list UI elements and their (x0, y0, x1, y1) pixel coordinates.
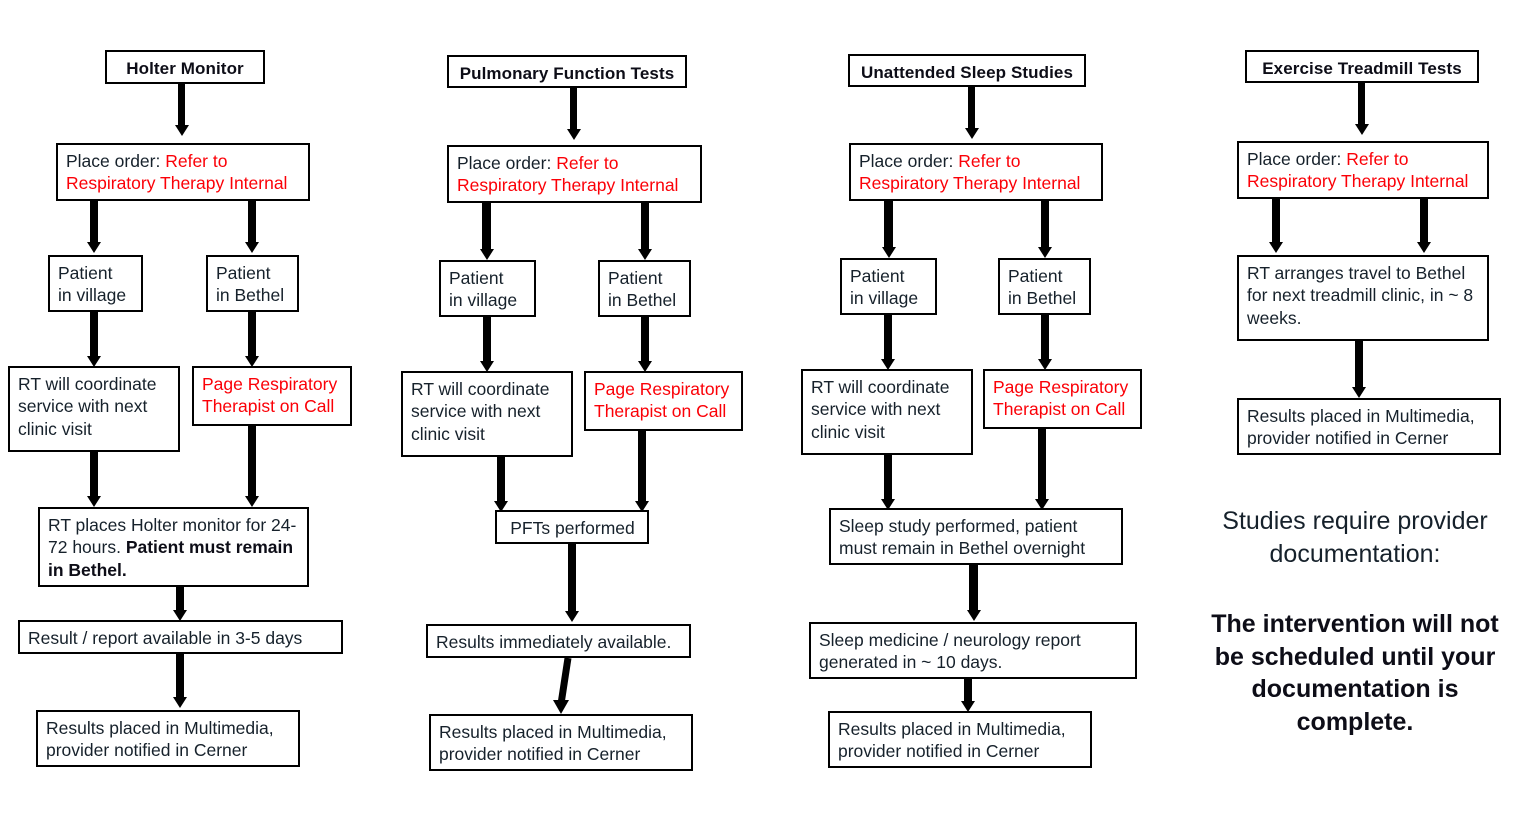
arrow-title-to-order-c2 (566, 88, 581, 140)
arrow-order-to-travel-left-c4 (1269, 199, 1283, 253)
arrow-bethel-to-action-c3 (1038, 315, 1052, 370)
order-box-pft: Place order: Refer to Respiratory Therap… (447, 145, 702, 203)
bethel-action-pft: Page Respiratory Therapist on Call (584, 371, 743, 431)
bethel-action-text-c1: Page Respiratory Therapist on Call (202, 374, 342, 417)
branch-bethel-pft: Patient in Bethel (598, 260, 691, 317)
column-title-exercise-treadmill-tests: Exercise Treadmill Tests (1245, 50, 1479, 83)
merge-box-pft: PFTs performed (495, 510, 649, 544)
report-box-pft: Results immediately available. (426, 624, 691, 658)
arrow-village-action-to-merge-c3 (881, 455, 895, 510)
arrow-title-to-order-c3 (964, 87, 979, 139)
arrow-bethel-action-to-merge-c1 (245, 426, 259, 507)
village-action-sleep: RT will coordinate service with next cli… (801, 369, 973, 455)
arrow-village-to-action-c1 (87, 312, 101, 367)
order-box-sleep: Place order: Refer to Respiratory Therap… (849, 143, 1103, 201)
arrow-bethel-action-to-merge-c3 (1035, 429, 1049, 510)
arrow-travel-to-final-c4 (1352, 341, 1366, 398)
arrow-report-to-final-c1 (173, 654, 187, 708)
notes-heading: Studies require provider documentation: (1222, 507, 1488, 568)
branch-bethel-sleep: Patient in Bethel (998, 258, 1091, 315)
order-red-c4: Refer to Respiratory Therapy Internal (1247, 149, 1469, 192)
bethel-action-sleep: Page Respiratory Therapist on Call (983, 369, 1142, 429)
arrow-report-to-final-c2 (553, 658, 572, 714)
arrow-title-to-order-c1 (174, 84, 189, 136)
merge-box-holter: RT places Holter monitor for 24-72 hours… (38, 507, 309, 587)
arrow-order-to-village-c2 (479, 203, 494, 260)
branch-village-sleep: Patient in village (840, 258, 937, 315)
final-box-pft: Results placed in Multimedia, provider n… (429, 714, 693, 771)
village-action-holter: RT will coordinate service with next cli… (8, 366, 180, 452)
bethel-action-holter: Page Respiratory Therapist on Call (192, 366, 352, 426)
final-box-sleep: Results placed in Multimedia, provider n… (828, 711, 1092, 768)
report-box-sleep: Sleep medicine / neurology report genera… (809, 622, 1137, 679)
arrow-order-to-village-c3 (881, 201, 896, 258)
order-prefix-c1: Place order: (66, 151, 166, 171)
arrow-order-to-bethel-c3 (1038, 201, 1052, 258)
arrow-bethel-to-action-c2 (638, 317, 652, 372)
arrow-title-to-order-c4 (1354, 83, 1369, 135)
arrow-merge-to-report-c2 (565, 544, 579, 622)
arrow-bethel-to-action-c1 (245, 312, 259, 367)
arrow-merge-to-report-c1 (173, 587, 187, 621)
arrow-village-action-to-merge-c1 (87, 452, 101, 507)
arrow-order-to-travel-right-c4 (1417, 199, 1431, 253)
final-box-treadmill: Results placed in Multimedia, provider n… (1237, 398, 1501, 455)
column-title-holter-monitor: Holter Monitor (105, 50, 265, 84)
merge-plain-c1: RT places Holter monitor for 24-72 hours… (48, 515, 297, 558)
arrow-order-to-bethel-c2 (638, 203, 652, 260)
village-action-pft: RT will coordinate service with next cli… (401, 371, 573, 457)
arrow-village-action-to-merge-c2 (494, 457, 508, 512)
order-prefix-c2: Place order: (457, 153, 557, 173)
arrow-village-to-action-c2 (480, 317, 494, 372)
bethel-action-text-c2: Page Respiratory Therapist on Call (594, 379, 734, 422)
bethel-action-text-c3: Page Respiratory Therapist on Call (993, 377, 1133, 420)
order-box-holter: Place order: Refer to Respiratory Therap… (56, 143, 310, 201)
merge-box-sleep: Sleep study performed, patient must rema… (829, 508, 1123, 565)
travel-box-treadmill: RT arranges travel to Bethel for next tr… (1237, 255, 1489, 341)
order-red-c1: Refer to Respiratory Therapy Internal (66, 151, 288, 194)
final-box-holter: Results placed in Multimedia, provider n… (36, 710, 300, 767)
arrow-bethel-action-to-merge-c2 (635, 431, 649, 512)
column-title-pulmonary-function-tests: Pulmonary Function Tests (447, 55, 687, 88)
branch-bethel-holter: Patient in Bethel (206, 255, 299, 312)
branch-village-pft: Patient in village (439, 260, 536, 317)
notes-emphasis: The intervention will not be scheduled u… (1211, 610, 1499, 736)
report-box-holter: Result / report available in 3-5 days (18, 620, 343, 654)
arrow-order-to-village-c1 (87, 201, 101, 253)
order-red-c2: Refer to Respiratory Therapy Internal (457, 153, 679, 196)
arrow-order-to-bethel-c1 (245, 201, 259, 253)
order-prefix-c3: Place order: (859, 151, 959, 171)
order-box-treadmill: Place order: Refer to Respiratory Therap… (1237, 141, 1489, 199)
arrow-merge-to-report-c3 (966, 565, 981, 621)
column-title-unattended-sleep-studies: Unattended Sleep Studies (848, 54, 1086, 87)
merge-bold-c1: Patient must remain in Bethel. (48, 537, 298, 580)
arrow-village-to-action-c3 (881, 315, 895, 370)
order-prefix-c4: Place order: (1247, 149, 1347, 169)
branch-village-holter: Patient in village (48, 255, 143, 312)
order-red-c3: Refer to Respiratory Therapy Internal (859, 151, 1081, 194)
arrow-report-to-final-c3 (961, 679, 975, 712)
